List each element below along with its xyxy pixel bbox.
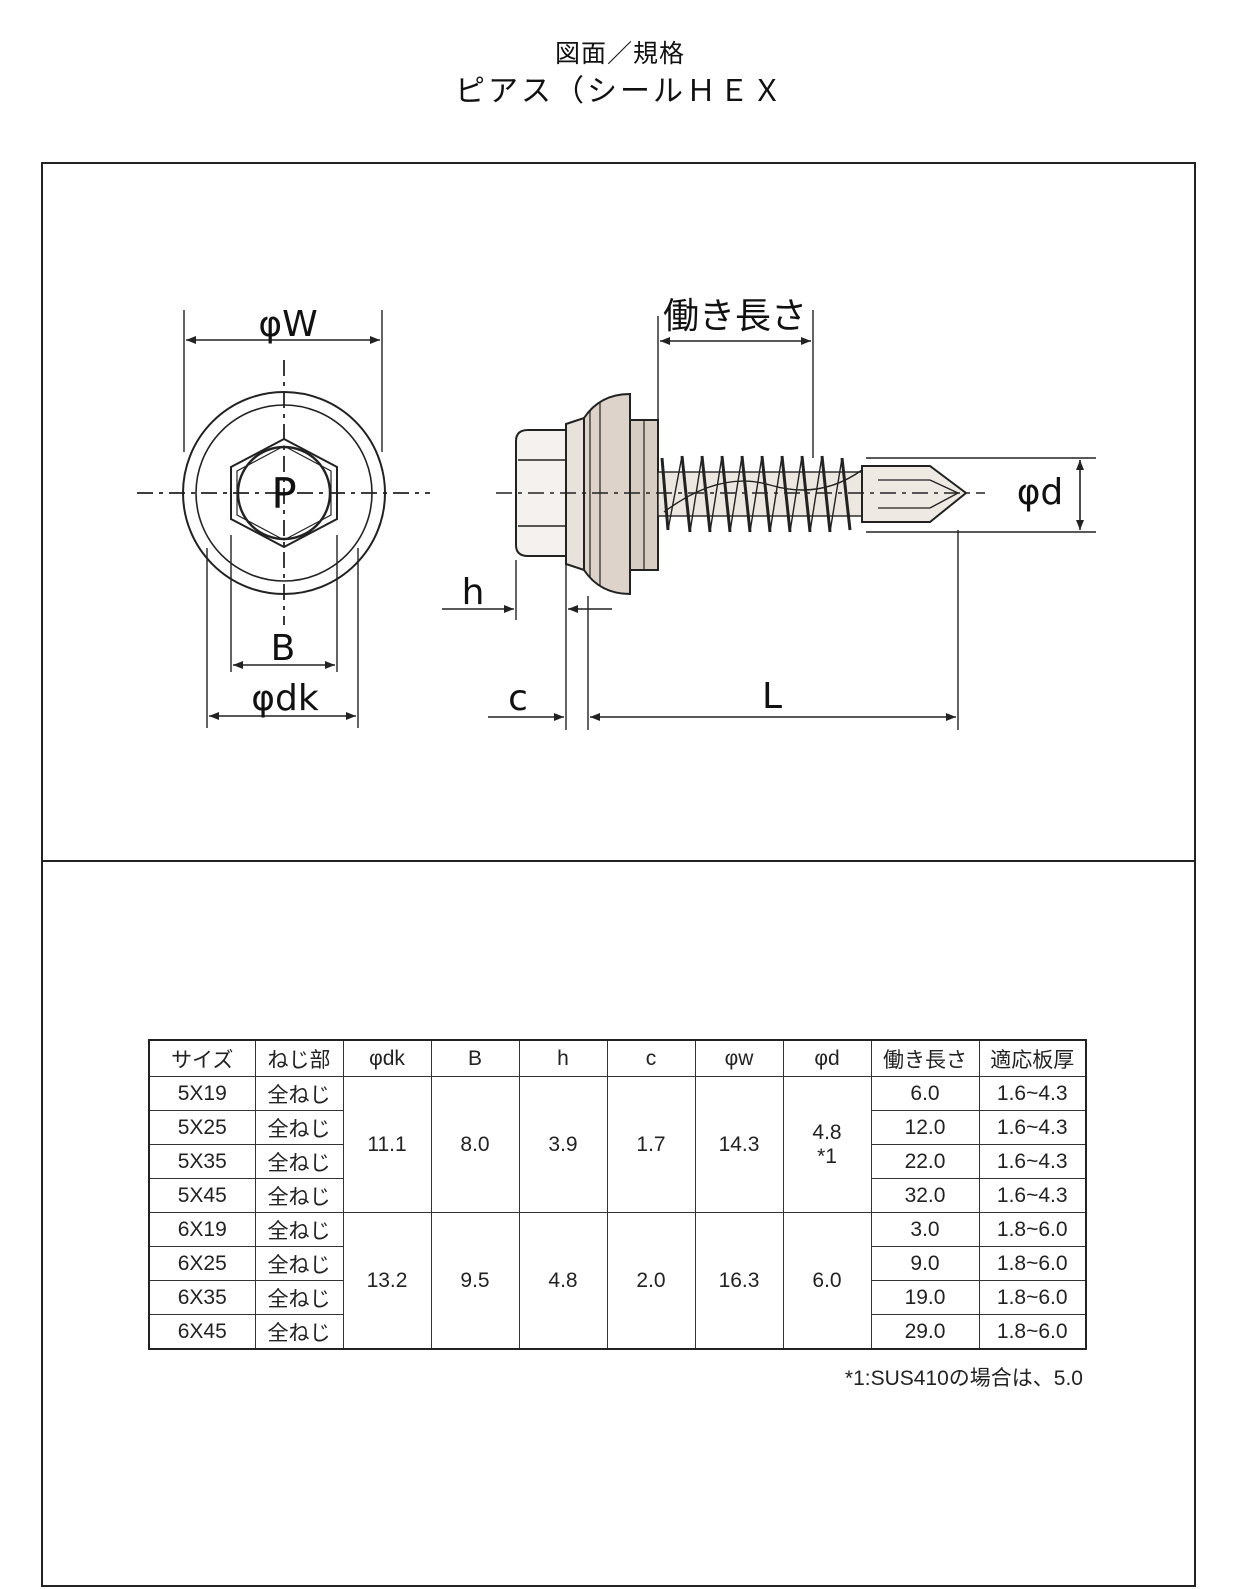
sealing-washer-side	[583, 392, 631, 596]
working-length-label: 働き長さ	[663, 296, 807, 337]
column-header: ねじ部	[254, 1039, 344, 1077]
phi-d-cell: 4.8*1	[782, 1076, 872, 1213]
b-label: B	[271, 628, 296, 669]
thread-crests	[660, 455, 852, 533]
thread-cell: 全ねじ	[254, 1110, 344, 1145]
plate-thickness-cell: 1.6~4.3	[978, 1110, 1087, 1145]
size-cell: 5X25	[148, 1110, 256, 1145]
size-cell: 6X45	[148, 1314, 256, 1350]
c-label: c	[508, 678, 528, 719]
plate-thickness-cell: 1.6~4.3	[978, 1076, 1087, 1111]
column-header: サイズ	[148, 1039, 256, 1077]
column-header: c	[606, 1039, 696, 1077]
thread-cell: 全ねじ	[254, 1076, 344, 1111]
side-view	[442, 310, 1096, 730]
plate-thickness-cell: 1.6~4.3	[978, 1144, 1087, 1179]
thread-cell: 全ねじ	[254, 1314, 344, 1350]
drill-point-side	[861, 465, 968, 523]
hex-head-outline	[230, 437, 338, 549]
phi-w-label: φW	[258, 304, 317, 345]
size-cell: 6X35	[148, 1280, 256, 1315]
p-mark-label: P	[271, 469, 296, 518]
size-cell: 6X19	[148, 1212, 256, 1247]
plate-thickness-cell: 1.6~4.3	[978, 1178, 1087, 1213]
plate-thickness-cell: 1.8~6.0	[978, 1212, 1087, 1247]
product-name: ピアス（シールＨＥＸ	[455, 74, 785, 109]
drawing-frame	[41, 162, 1196, 1587]
column-header: B	[430, 1039, 520, 1077]
working-length-cell: 19.0	[870, 1280, 980, 1315]
phi-dk-cell: 13.2	[342, 1212, 432, 1350]
size-cell: 6X25	[148, 1246, 256, 1281]
phi-d-note: *1	[817, 1144, 837, 1168]
working-length-cell: 29.0	[870, 1314, 980, 1350]
size-cell: 5X45	[148, 1178, 256, 1213]
working-length-cell: 12.0	[870, 1110, 980, 1145]
plate-thickness-cell: 1.8~6.0	[978, 1280, 1087, 1315]
column-header: φd	[782, 1039, 872, 1077]
working-length-cell: 22.0	[870, 1144, 980, 1179]
column-header: φdk	[342, 1039, 432, 1077]
thread-cell: 全ねじ	[254, 1178, 344, 1213]
column-header: 適応板厚	[978, 1039, 1087, 1077]
thread-cell: 全ねじ	[254, 1144, 344, 1179]
size-cell: 5X19	[148, 1076, 256, 1111]
h-label: h	[462, 572, 485, 613]
phi-dk-label: φdk	[251, 678, 319, 719]
h-cell: 3.9	[518, 1076, 608, 1213]
page-title: 図面／規格	[554, 39, 685, 68]
working-length-cell: 3.0	[870, 1212, 980, 1247]
phi-w-cell: 14.3	[694, 1076, 784, 1213]
l-label: L	[762, 676, 782, 717]
flange-side	[565, 416, 585, 572]
screw-drawing: φW P B φdk	[137, 296, 1096, 730]
b-cell: 9.5	[430, 1212, 520, 1350]
thread-cell: 全ねじ	[254, 1246, 344, 1281]
phi-d-value: 6.0	[812, 1268, 842, 1292]
thread-cell: 全ねじ	[254, 1280, 344, 1315]
column-header: h	[518, 1039, 608, 1077]
top-view	[137, 310, 430, 728]
phi-w-cell: 16.3	[694, 1212, 784, 1350]
c-cell: 1.7	[606, 1076, 696, 1213]
working-length-cell: 9.0	[870, 1246, 980, 1281]
phi-dk-cell: 11.1	[342, 1076, 432, 1213]
thread-cell: 全ねじ	[254, 1212, 344, 1247]
phi-d-cell: 6.0	[782, 1212, 872, 1350]
footnote: *1:SUS410の場合は、5.0	[844, 1367, 1083, 1390]
working-length-cell: 6.0	[870, 1076, 980, 1111]
phi-d-value: 4.8	[812, 1120, 842, 1144]
c-cell: 2.0	[606, 1212, 696, 1350]
frame-divider	[41, 860, 1196, 862]
column-header: φw	[694, 1039, 784, 1077]
plate-thickness-cell: 1.8~6.0	[978, 1246, 1087, 1281]
plate-thickness-cell: 1.8~6.0	[978, 1314, 1087, 1350]
column-header: 働き長さ	[870, 1039, 980, 1077]
h-cell: 4.8	[518, 1212, 608, 1350]
working-length-cell: 32.0	[870, 1178, 980, 1213]
size-cell: 5X35	[148, 1144, 256, 1179]
phi-d-label: φd	[1017, 472, 1064, 513]
b-cell: 8.0	[430, 1076, 520, 1213]
